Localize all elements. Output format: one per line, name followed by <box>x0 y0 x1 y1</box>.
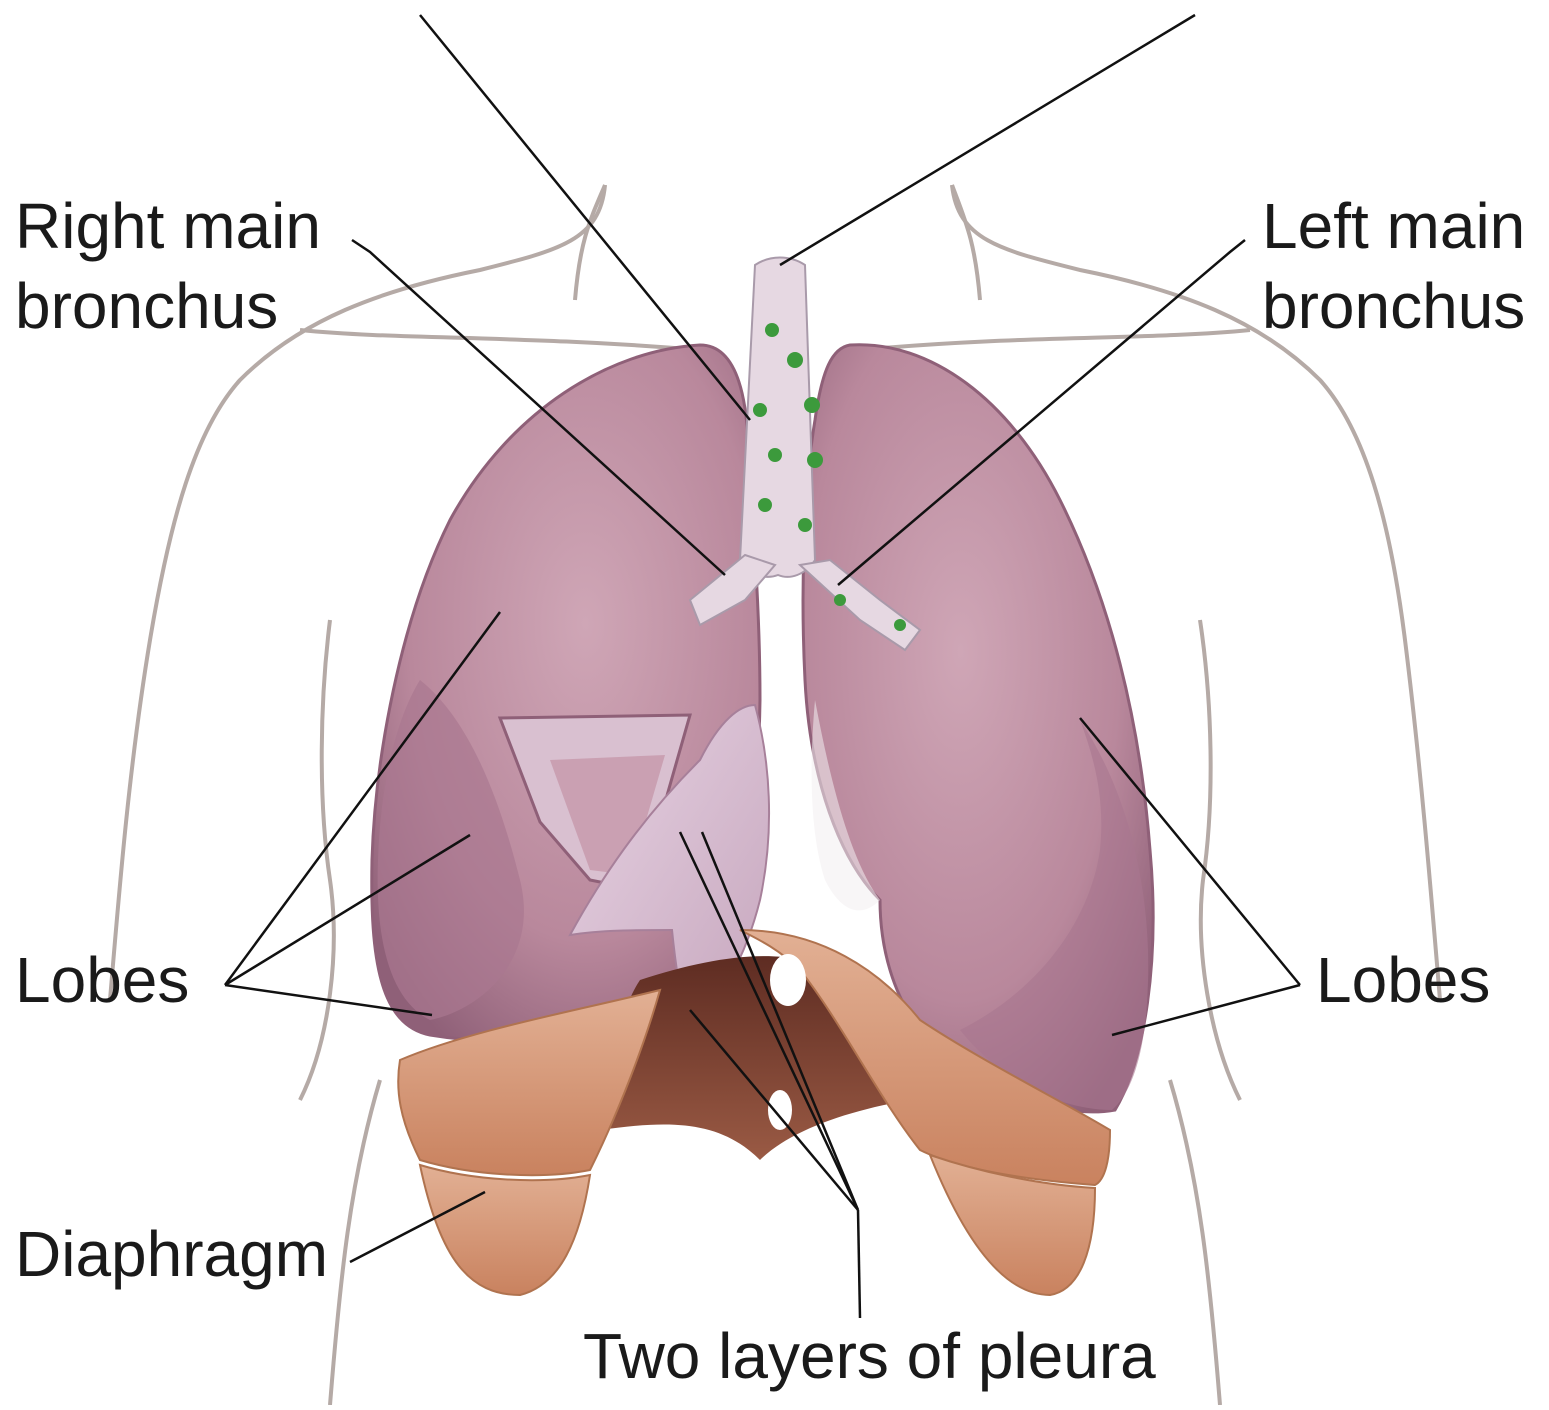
diaphragm-opening-1 <box>770 954 806 1006</box>
waist-left <box>330 1080 380 1405</box>
lymph-node <box>804 397 820 413</box>
clavicle-right <box>860 330 1250 350</box>
label-left-main-bronchus-line1: Left main <box>1262 190 1525 262</box>
leader-top-right <box>780 15 1195 265</box>
waist-right <box>1170 1080 1220 1405</box>
diaphragm-right-crus <box>420 1165 590 1295</box>
leader-pleura-stem <box>858 1210 860 1318</box>
label-diaphragm: Diaphragm <box>15 1218 328 1290</box>
clavicle-left <box>300 330 700 350</box>
label-left-main-bronchus-line2: bronchus <box>1262 270 1525 342</box>
lymph-node <box>798 518 812 532</box>
lymph-node <box>787 352 803 368</box>
label-lobes-left: Lobes <box>1316 944 1490 1016</box>
lymph-node <box>753 403 767 417</box>
lymph-node <box>768 448 782 462</box>
lymph-node <box>765 323 779 337</box>
label-lobes-right: Lobes <box>15 944 189 1016</box>
label-pleura: Two layers of pleura <box>583 1320 1156 1392</box>
lymph-node <box>894 619 906 631</box>
label-right-main-bronchus-line1: Right main <box>15 190 321 262</box>
lymph-node <box>834 594 846 606</box>
diaphragm-opening-2 <box>768 1090 792 1130</box>
lymph-node <box>758 498 772 512</box>
label-right-main-bronchus-line2: bronchus <box>15 270 278 342</box>
lymph-node <box>807 452 823 468</box>
arm-right-inner <box>1200 620 1240 1100</box>
leader-top-left <box>420 15 750 420</box>
